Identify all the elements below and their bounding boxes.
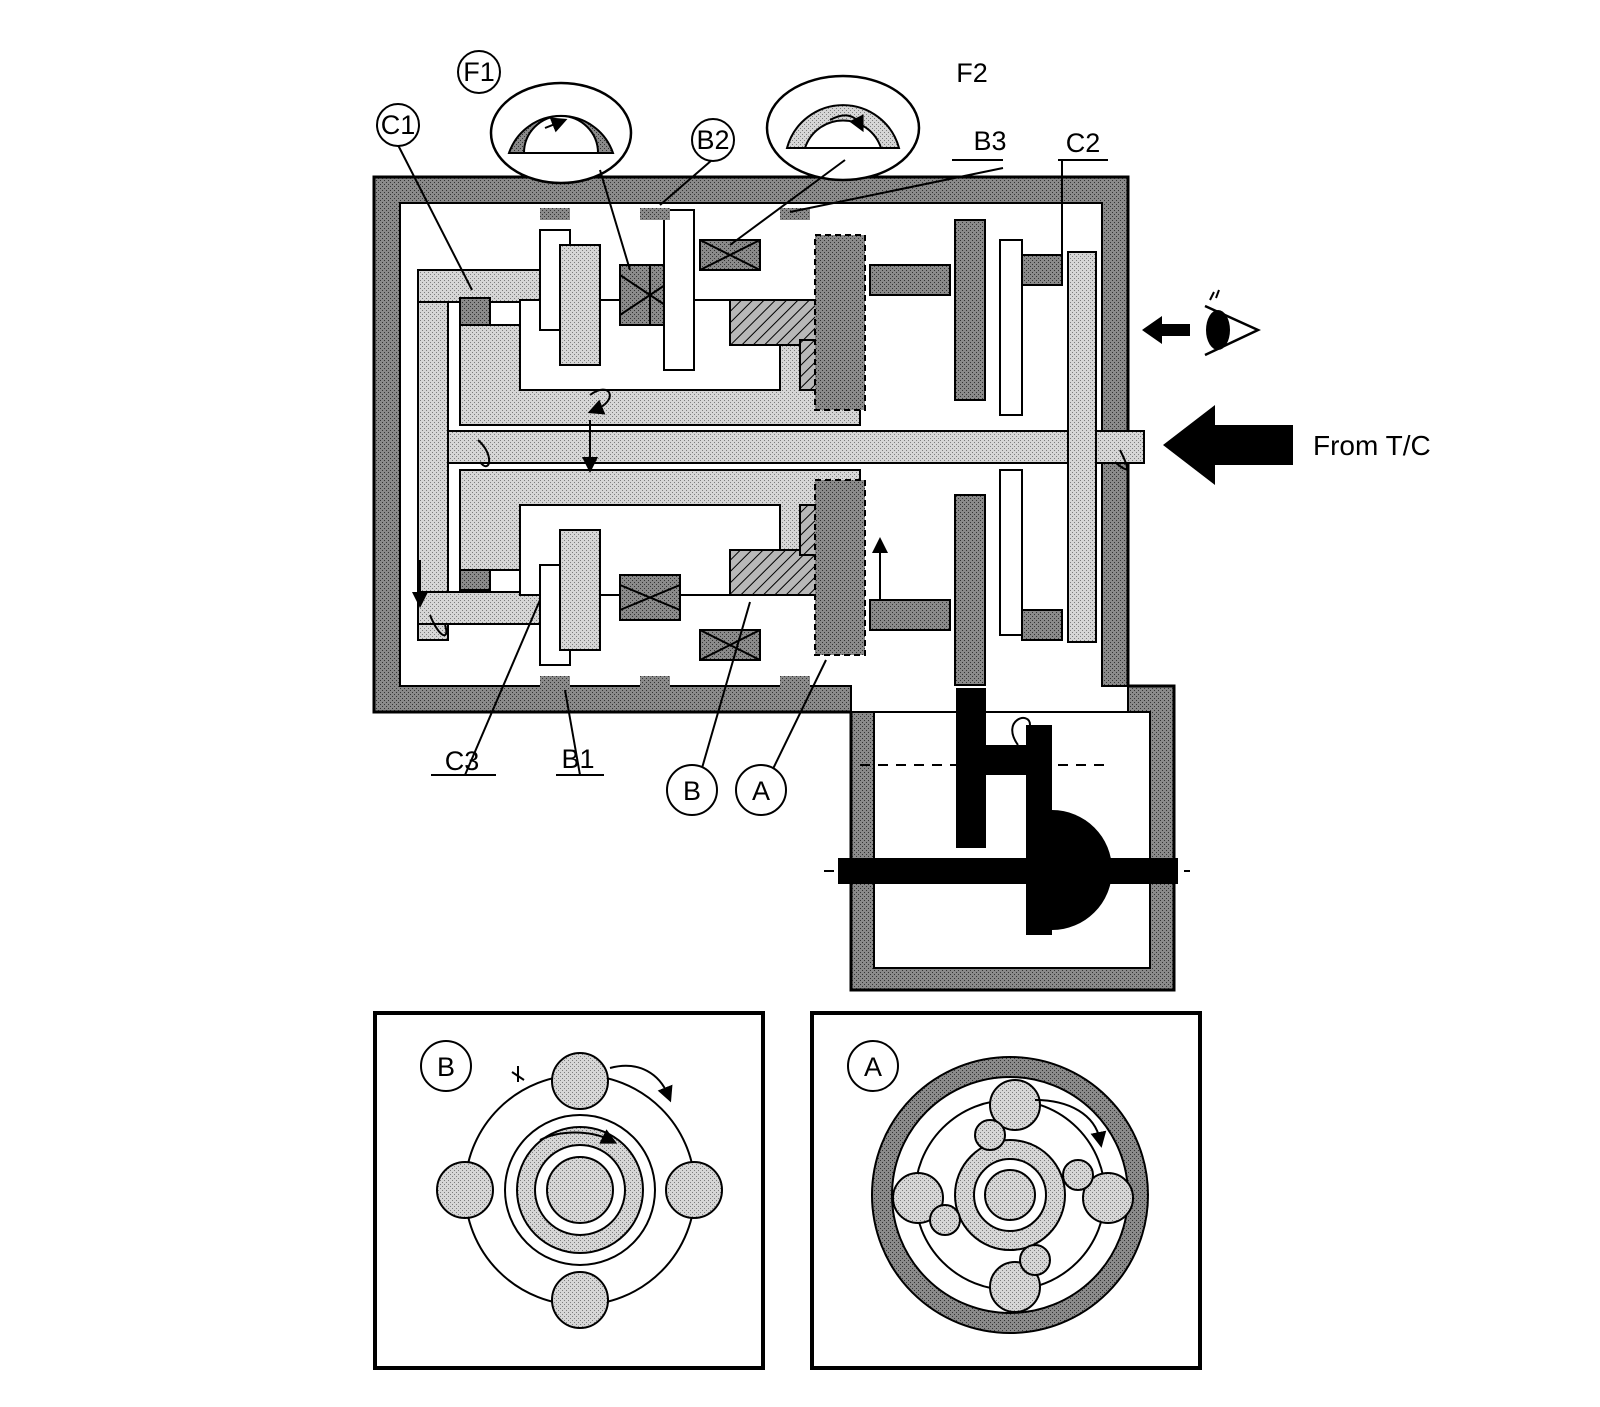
rotation-arrows (412, 388, 1128, 746)
label-c1: C1 (381, 110, 416, 140)
upper-gear-train (459, 208, 1063, 426)
label-a: A (752, 776, 770, 806)
label-b2: B2 (696, 125, 729, 155)
label-c3: C3 (445, 746, 480, 776)
label-b1: B1 (561, 744, 594, 774)
view-direction-arrow (1142, 316, 1190, 344)
inset-a-label: A (864, 1052, 882, 1082)
callout-c1: C1 (376, 103, 420, 147)
label-c2: C2 (1066, 128, 1101, 158)
inset-b-label: B (437, 1052, 455, 1082)
callout-b2: B2 (691, 118, 735, 162)
callout-f1: F1 (457, 50, 501, 94)
f1-one-way-clutch-detail (489, 81, 633, 185)
label-b: B (683, 776, 701, 806)
arrow-left-icon (1163, 405, 1293, 485)
output-drive (824, 688, 1190, 935)
label-f2: F2 (956, 58, 988, 88)
label-b3: B3 (973, 126, 1006, 156)
eye-icon (1204, 289, 1261, 357)
input-shaft (417, 251, 1145, 643)
f2-one-way-clutch-detail (765, 74, 921, 182)
leader-lines (397, 144, 1108, 776)
lower-gear-train (459, 469, 1063, 688)
inset-a-planetary: A (810, 1011, 1202, 1370)
inset-b-planetary: B (373, 1011, 765, 1370)
label-f1: F1 (463, 57, 495, 87)
callout-b: B (666, 764, 718, 816)
label-from-tc: From T/C (1313, 430, 1431, 461)
callout-a: A (735, 764, 787, 816)
